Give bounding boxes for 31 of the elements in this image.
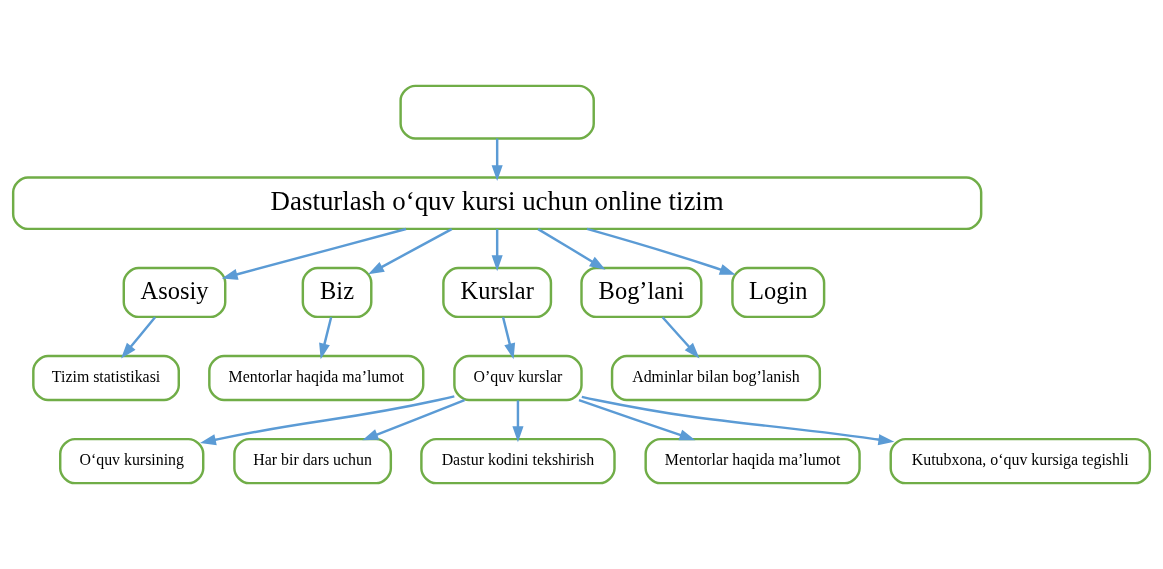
arrow <box>586 227 736 275</box>
arrow <box>121 316 156 359</box>
arrow <box>491 229 503 272</box>
node-box: Har bir dars uchun <box>233 437 393 485</box>
arrow <box>578 399 696 441</box>
arrow <box>581 395 895 446</box>
node-box: Dasturlash o‘quv kursi uchun online tizim <box>11 176 983 231</box>
node-box: Kurslar <box>442 266 553 319</box>
arrow <box>512 400 524 443</box>
node-box: Asosiy <box>122 266 227 319</box>
arrow <box>491 138 503 182</box>
arrow <box>368 228 453 275</box>
node-box: Bog’lani <box>580 266 703 319</box>
node-box: O‘quv kursining <box>59 437 205 485</box>
node-box: Tizim statistikasi <box>32 354 180 402</box>
node-box: Mentorlar haqida ma’lumot <box>208 354 425 402</box>
arrow <box>362 399 465 441</box>
arrow <box>319 316 333 360</box>
arrow <box>221 227 407 280</box>
node-box: Biz <box>301 266 373 319</box>
node-box: Login <box>731 266 826 319</box>
arrow <box>501 316 516 360</box>
arrow <box>661 316 700 359</box>
node-box <box>399 84 595 140</box>
node-box: Kutubxona, o‘quv kursiga tegishli <box>889 437 1152 485</box>
node-box: Dastur kodini tekshirish <box>420 437 616 485</box>
node-box: O’quv kurslar <box>453 354 583 402</box>
arrow <box>200 395 455 446</box>
node-box: Mentorlar haqida ma’lumot <box>644 437 861 485</box>
node-box: Adminlar bilan bog’lanish <box>610 354 822 402</box>
arrow <box>537 228 606 270</box>
